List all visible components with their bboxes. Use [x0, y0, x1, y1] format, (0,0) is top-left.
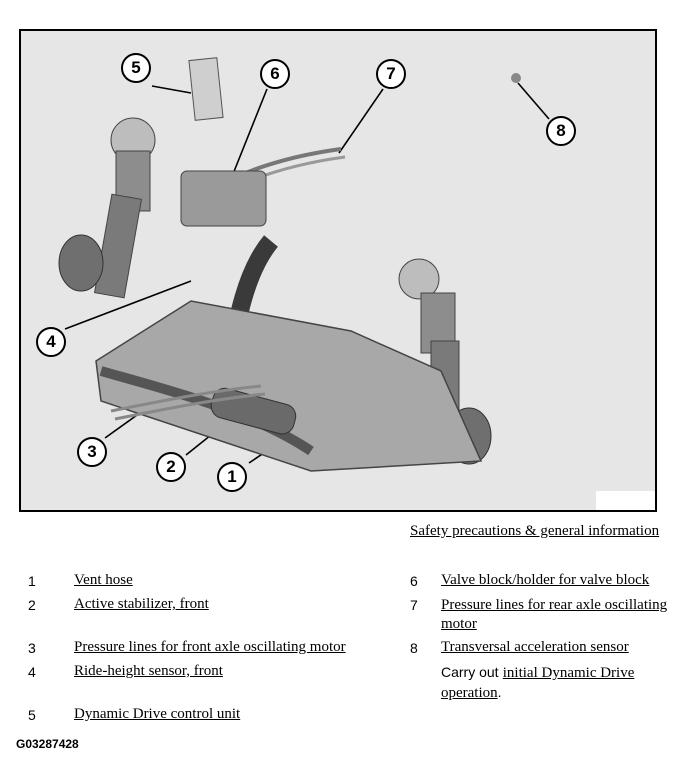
- carry-out-suffix: .: [497, 684, 502, 700]
- callout-6: 6: [260, 59, 290, 89]
- legend-number-3: 3: [28, 640, 36, 656]
- legend-number-6: 6: [410, 573, 418, 589]
- carry-out-instruction: Carry out initial Dynamic Drive operatio…: [441, 663, 681, 703]
- legend-number-1: 1: [28, 573, 36, 589]
- legend-number-8: 8: [410, 640, 418, 656]
- callout-2: 2: [156, 452, 186, 482]
- callout-7: 7: [376, 59, 406, 89]
- legend-link-valve-block[interactable]: Valve block/holder for valve block: [441, 572, 650, 588]
- initial-operation-link[interactable]: initial Dynamic Drive operation: [441, 665, 635, 701]
- safety-precautions-link[interactable]: Safety precautions & general information: [410, 523, 660, 539]
- legend-link-control-unit[interactable]: Dynamic Drive control unit: [74, 706, 241, 722]
- legend-link-acceleration-sensor[interactable]: Transversal acceleration sensor: [441, 639, 629, 655]
- legend-number-4: 4: [28, 664, 36, 680]
- callout-8: 8: [546, 116, 576, 146]
- figure-id: G03287428: [16, 737, 79, 751]
- callout-3: 3: [77, 437, 107, 467]
- legend-link-rear-pressure-lines[interactable]: Pressure lines for rear axle oscillating…: [441, 597, 668, 632]
- callout-1: 1: [217, 462, 247, 492]
- diagram-figure: 5 6 7 8 4 3 2 1: [19, 29, 657, 512]
- legend-number-7: 7: [410, 597, 418, 613]
- callout-5: 5: [121, 53, 151, 83]
- legend-link-vent-hose[interactable]: Vent hose: [74, 572, 133, 588]
- front-axle-illustration: [58, 57, 655, 510]
- legend-number-5: 5: [28, 707, 36, 723]
- legend-link-front-pressure-lines[interactable]: Pressure lines for front axle oscillatin…: [74, 639, 346, 655]
- legend-link-ride-height-sensor[interactable]: Ride-height sensor, front: [74, 663, 223, 679]
- carry-out-prefix: Carry out: [441, 664, 499, 680]
- callout-4: 4: [36, 327, 66, 357]
- legend-link-active-stabilizer[interactable]: Active stabilizer, front: [74, 596, 209, 612]
- legend-number-2: 2: [28, 597, 36, 613]
